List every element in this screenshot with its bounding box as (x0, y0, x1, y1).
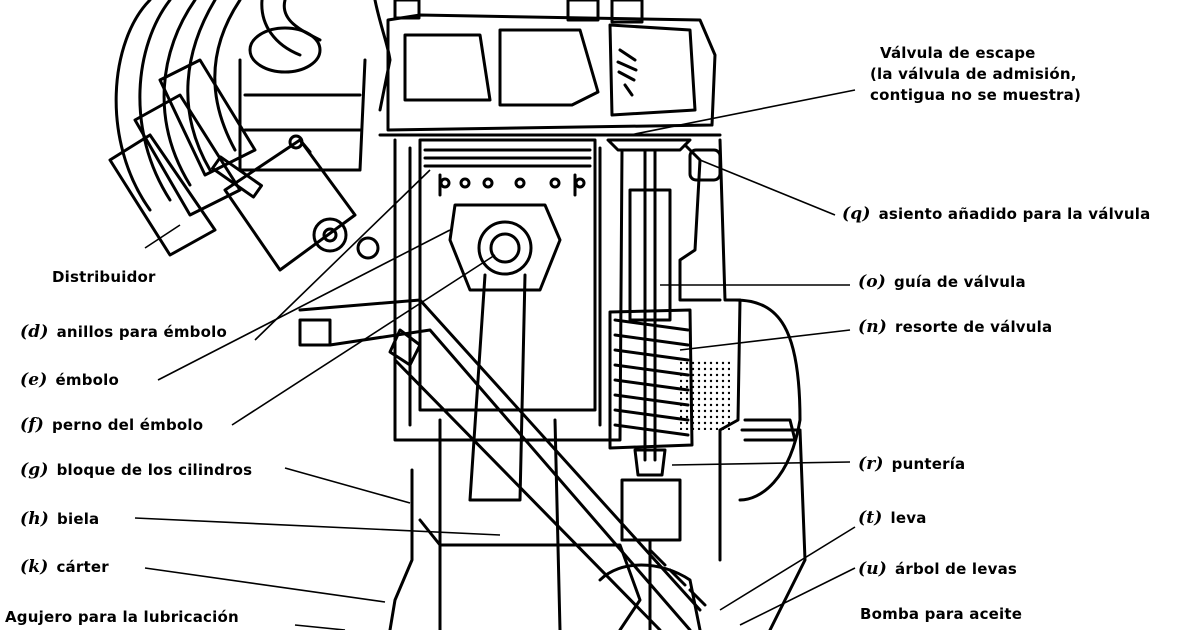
valve-seat-label: (q) asiento añadido para la válvula (842, 205, 1150, 223)
valve-spring-label: (n) resorte de válvula (858, 318, 1052, 336)
crankcase-label: (k) cárter (20, 558, 109, 576)
piston (418, 138, 597, 412)
distributor-body (108, 26, 380, 272)
connecting-rod (438, 273, 562, 630)
cam-text: leva (890, 509, 927, 527)
valve-guide-key: (o) (858, 272, 887, 292)
piston-text: émbolo (55, 371, 120, 389)
piston-rings-key: (d) (20, 322, 49, 342)
camshaft-key: (u) (858, 559, 888, 579)
valve-guide-text: guía de válvula (894, 273, 1026, 291)
cylinder-block-label: (g) bloque de los cilindros (20, 461, 252, 479)
valve-assembly (606, 138, 694, 542)
crankcase-key: (k) (20, 557, 49, 577)
valve-guide-label: (o) guía de válvula (858, 273, 1026, 291)
tappet-text: puntería (891, 455, 966, 473)
connecting-rod-key: (h) (20, 509, 50, 529)
camshaft-label: (u) árbol de levas (858, 560, 1017, 578)
exhaust-valve-label-line3: contigua no se muestra) (870, 86, 1082, 104)
cylinder-block (393, 138, 742, 562)
distributor-label: Distribuidor (52, 268, 156, 286)
exhaust-valve-label-line2: (la válvula de admisión, (870, 65, 1077, 83)
connecting-rod-text: biela (57, 510, 100, 528)
valve-spring-text: resorte de válvula (895, 318, 1053, 336)
piston-rings-label: (d) anillos para émbolo (20, 323, 227, 341)
connecting-rod-label: (h) biela (20, 510, 99, 528)
piston-key: (e) (20, 370, 48, 390)
cylinder-block-key: (g) (20, 460, 49, 480)
piston-pin-label: (f) perno del émbolo (20, 416, 203, 434)
oil-pump-label: Bomba para aceite (860, 605, 1023, 623)
piston-pin-text: perno del émbolo (52, 416, 204, 434)
valve-seat-key: (q) (842, 204, 871, 224)
cam-label: (t) leva (858, 509, 927, 527)
cylinder-head (378, 0, 722, 137)
valve-seat-text: asiento añadido para la válvula (878, 205, 1151, 223)
exhaust-valve-label: Válvula de escape (la válvula de admisió… (870, 43, 1081, 106)
tappet-key: (r) (858, 454, 884, 474)
cam-key: (t) (858, 508, 883, 528)
exhaust-valve-label-line1: Válvula de escape (880, 44, 1036, 62)
camshaft-text: árbol de levas (895, 560, 1018, 578)
lubrication-hole-label: Agujero para la lubricación (5, 608, 239, 626)
tappet-label: (r) puntería (858, 455, 965, 473)
leader-lines (134, 89, 856, 630)
piston-pin-key: (f) (20, 415, 44, 435)
crankcase-text: cárter (56, 558, 109, 576)
cylinder-block-text: bloque de los cilindros (56, 461, 253, 479)
piston-label: (e) émbolo (20, 371, 119, 389)
crankcase (388, 468, 702, 630)
piston-rings-text: anillos para émbolo (56, 323, 227, 341)
valve-spring-key: (n) (858, 317, 888, 337)
